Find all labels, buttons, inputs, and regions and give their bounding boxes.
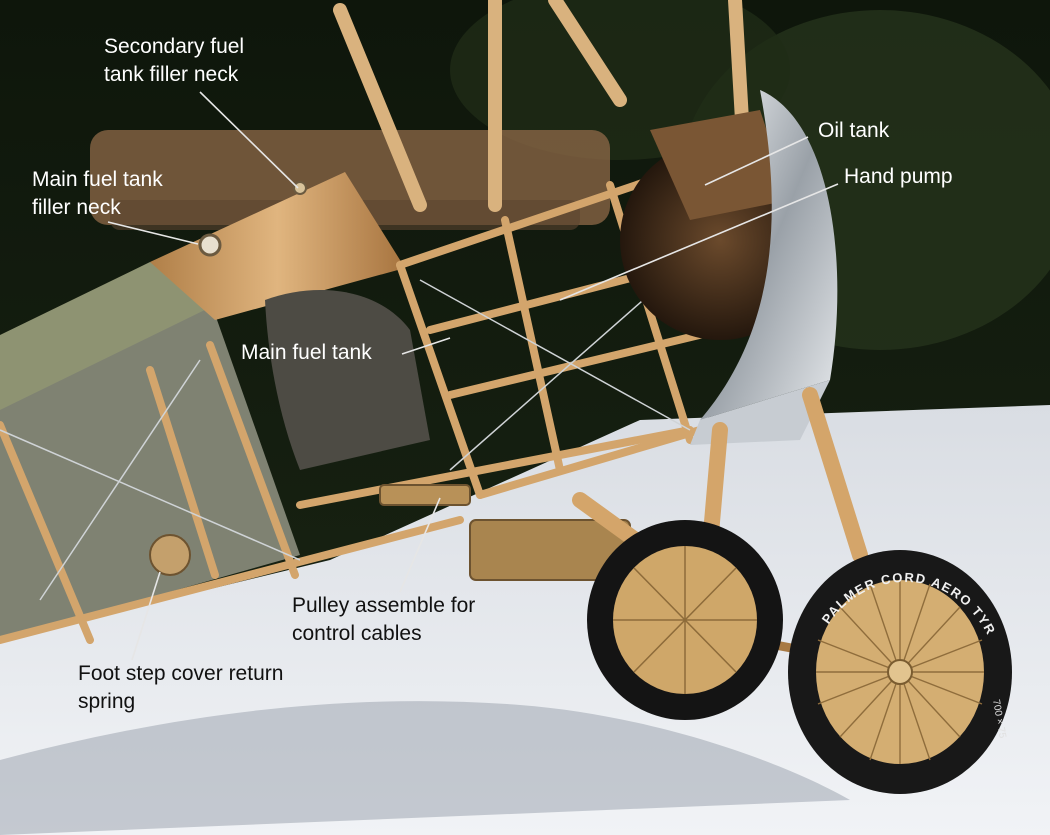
label-line: Secondary fuel [104,35,245,58]
annotation-leader-lines [107,91,839,661]
oil-tank-shape [650,110,790,220]
label-line: filler neck [32,196,121,219]
secondary-filler-cap [293,181,307,195]
main-filler-cap [198,233,222,257]
label-line: Main fuel tank [241,341,372,364]
label-pulley-assembly: Pulley assemble for control cables [292,592,475,648]
label-line: Pulley assemble for [292,594,476,617]
label-line: Oil tank [818,119,890,142]
label-line: tank filler neck [104,63,239,86]
label-main-fuel-tank: Main fuel tank [241,339,372,367]
fuselage-top-decking [0,262,215,410]
label-line: Hand pump [844,165,953,188]
label-oil-tank: Oil tank [818,117,889,145]
rear-wheel [587,520,783,720]
label-line: Foot step cover return [78,662,284,685]
fuel-tank-shape [265,290,430,470]
label-line: Main fuel tank [32,168,163,191]
label-secondary-fuel-tank-filler-neck: Secondary fuel tank filler neck [104,33,244,89]
engine-cowling [700,90,838,420]
label-main-fuel-tank-filler-neck: Main fuel tank filler neck [32,166,163,222]
label-line: control cables [292,622,422,645]
cabane-struts [333,0,749,212]
label-foot-step-cover-return-spring: Foot step cover return spring [78,660,283,716]
label-line: spring [78,690,136,713]
pulley-assembly [149,484,631,581]
label-hand-pump: Hand pump [844,163,953,191]
fuselage-wood-cowl [150,172,405,320]
cast-shadow [0,701,850,835]
foliage-blur [450,0,790,160]
